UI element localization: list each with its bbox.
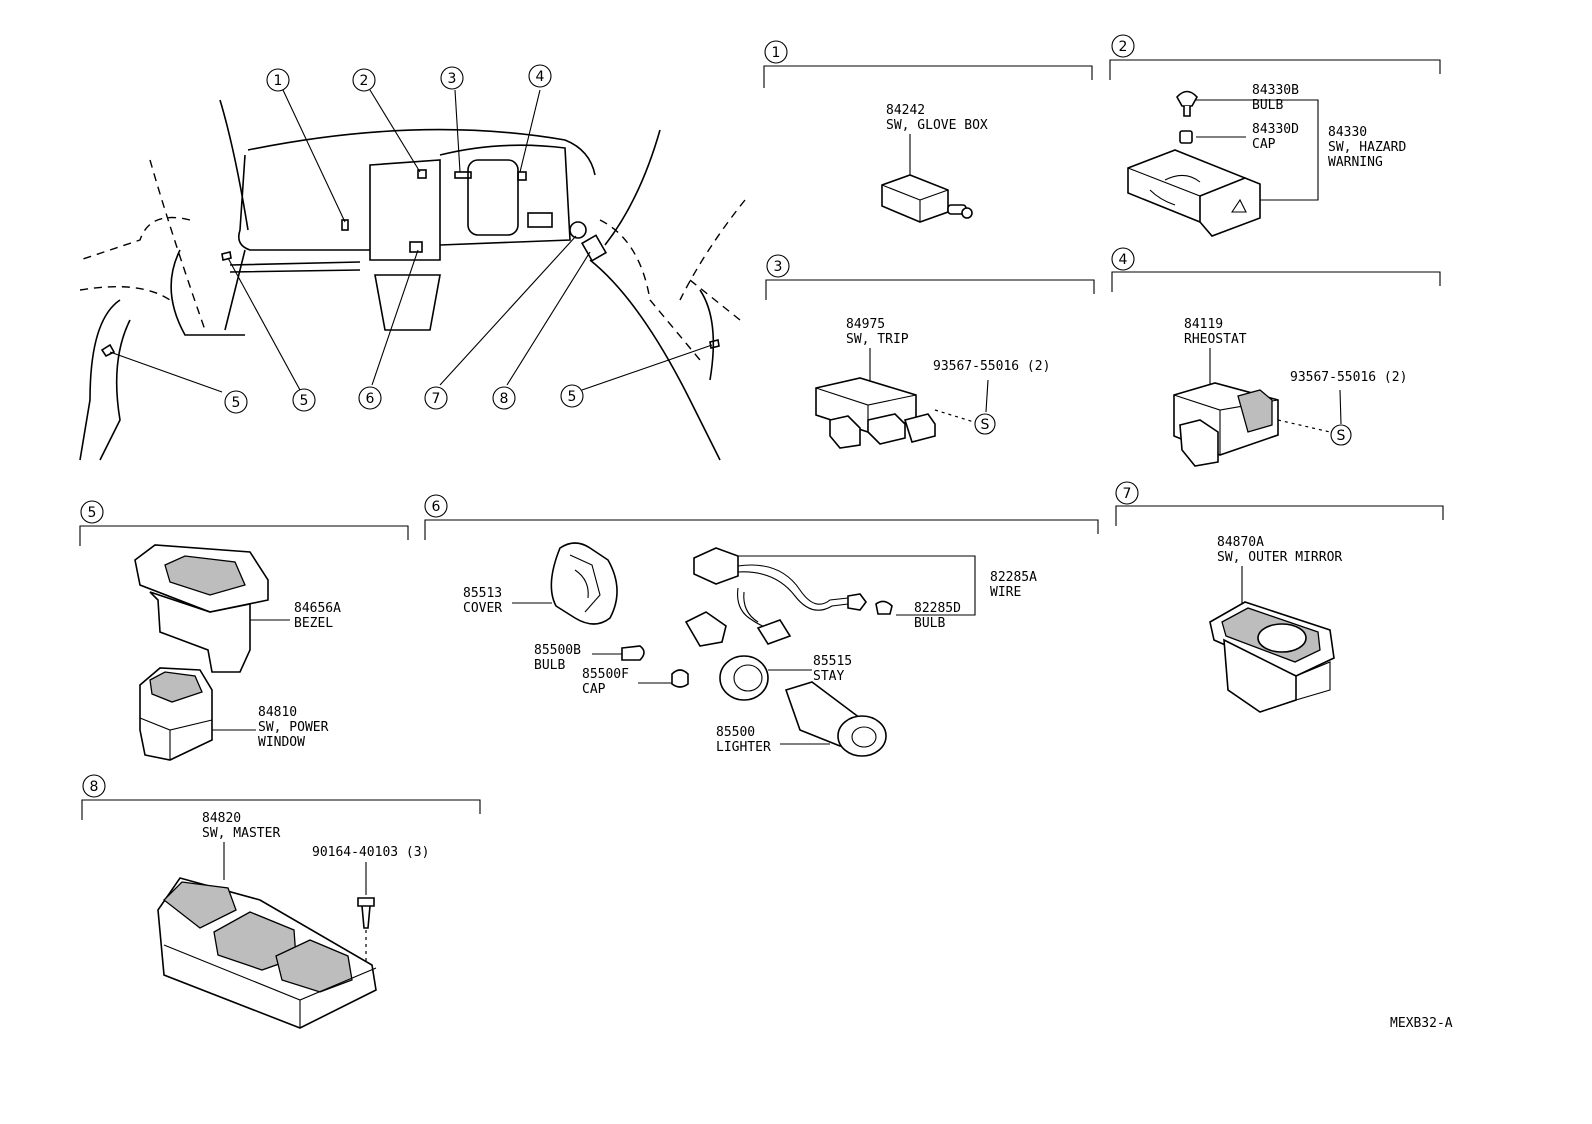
section-2: 2 84330B BULB 84330D CAP 84330 SW, HAZAR… (1109, 34, 1441, 237)
hazard-cap-label: CAP (1252, 137, 1276, 152)
lighter-part-number: 85500 (716, 725, 755, 740)
hazard-switch-name-line2: WARNING (1328, 155, 1383, 170)
hazard-cap-part-number: 84330D (1252, 122, 1299, 137)
trip-screw-symbol: S (981, 417, 990, 433)
trip-switch-part-number: 84975 (846, 317, 885, 332)
lighter-cap-part-number: 85500F (582, 667, 629, 682)
cover-label: COVER (463, 601, 502, 616)
hazard-bulb (1176, 90, 1198, 107)
overview-marker-5c: 5 (568, 389, 577, 405)
rheostat-screw: 93567-55016 (2) (1290, 370, 1407, 385)
section-5-number: 5 (88, 505, 97, 521)
wire-part-number: 82285A (990, 570, 1037, 585)
figure-code: MEXB32-A (1390, 1016, 1453, 1031)
lighter-cap-label: CAP (582, 682, 606, 697)
hazard-cap (1179, 130, 1193, 144)
overview-leaders (109, 89, 713, 393)
dashboard-overview (79, 99, 746, 461)
section-8: 8 84820 SW, MASTER 90164-40103 (3) (81, 774, 481, 1029)
section-8-number: 8 (90, 779, 99, 795)
bezel-part-number: 84656A (294, 601, 341, 616)
wire-bulb-label: BULB (914, 616, 945, 631)
section-7: 7 84870A SW, OUTER MIRROR (1115, 481, 1444, 713)
power-window-switch-name-line1: SW, POWER (258, 720, 329, 735)
rheostat-part-number: 84119 (1184, 317, 1223, 332)
mirror-switch-part-number: 84870A (1217, 535, 1264, 550)
wire-label: WIRE (990, 585, 1021, 600)
section-7-number: 7 (1123, 486, 1132, 502)
section-1: 1 84242 SW, GLOVE BOX (763, 40, 1093, 223)
trip-switch-name: SW, TRIP (846, 332, 909, 347)
section-4: 4 84119 RHEOSTAT 93567-55016 (2) S (1111, 247, 1441, 467)
power-window-switch-name-line2: WINDOW (258, 735, 305, 750)
glove-box-switch-part-number: 84242 (886, 103, 925, 118)
section-3: 3 84975 SW, TRIP 93567-55016 (2) S (765, 254, 1095, 449)
hazard-bulb-part-number: 84330B (1252, 83, 1299, 98)
overview-marker-8: 8 (500, 391, 509, 407)
lighter-label: LIGHTER (716, 740, 771, 755)
lighter-bulb-label: BULB (534, 658, 565, 673)
hazard-switch-part-number: 84330 (1328, 125, 1367, 140)
overview-marker-5b: 5 (300, 393, 309, 409)
power-window-switch-part-number: 84810 (258, 705, 297, 720)
section-3-number: 3 (774, 259, 783, 275)
master-screw (357, 897, 375, 929)
stay-part-number: 85515 (813, 654, 852, 669)
cover-part-number: 85513 (463, 586, 502, 601)
overview-marker-5a: 5 (232, 395, 241, 411)
overview-marker-4: 4 (536, 69, 545, 85)
rheostat-name: RHEOSTAT (1184, 332, 1247, 347)
glove-box-switch-name: SW, GLOVE BOX (886, 118, 988, 133)
master-switch-part-number: 84820 (202, 811, 241, 826)
hazard-switch-name-line1: SW, HAZARD (1328, 140, 1406, 155)
mirror-switch-name: SW, OUTER MIRROR (1217, 550, 1342, 565)
section-2-number: 2 (1119, 39, 1128, 55)
overview-marker-7: 7 (432, 391, 441, 407)
rheostat-screw-symbol: S (1337, 428, 1346, 444)
section-1-number: 1 (772, 45, 781, 61)
overview-marker-3: 3 (448, 71, 457, 87)
section-6: 6 85513 COVER 82285A WIRE 82285D BULB 85… (424, 494, 1099, 757)
section-6-number: 6 (432, 499, 441, 515)
master-switch-screw: 90164-40103 (3) (312, 845, 429, 860)
lighter-cover (550, 542, 618, 625)
lighter-bulb-part-number: 85500B (534, 643, 581, 658)
stay-label: STAY (813, 669, 844, 684)
bezel-label: BEZEL (294, 616, 333, 631)
trip-switch-screw: 93567-55016 (2) (933, 359, 1050, 374)
overview-callouts: 1 2 3 4 5 5 6 7 8 5 (224, 64, 584, 414)
overview-marker-6: 6 (366, 391, 375, 407)
hazard-bulb-label: BULB (1252, 98, 1283, 113)
overview-marker-2: 2 (360, 73, 369, 89)
master-switch-name: SW, MASTER (202, 826, 280, 841)
stay (719, 655, 769, 701)
wire-bulb-part-number: 82285D (914, 601, 961, 616)
section-5: 5 84656A BEZEL 84810 SW, POWER WINDOW (79, 500, 409, 761)
section-4-number: 4 (1119, 252, 1128, 268)
overview-marker-1: 1 (274, 73, 283, 89)
